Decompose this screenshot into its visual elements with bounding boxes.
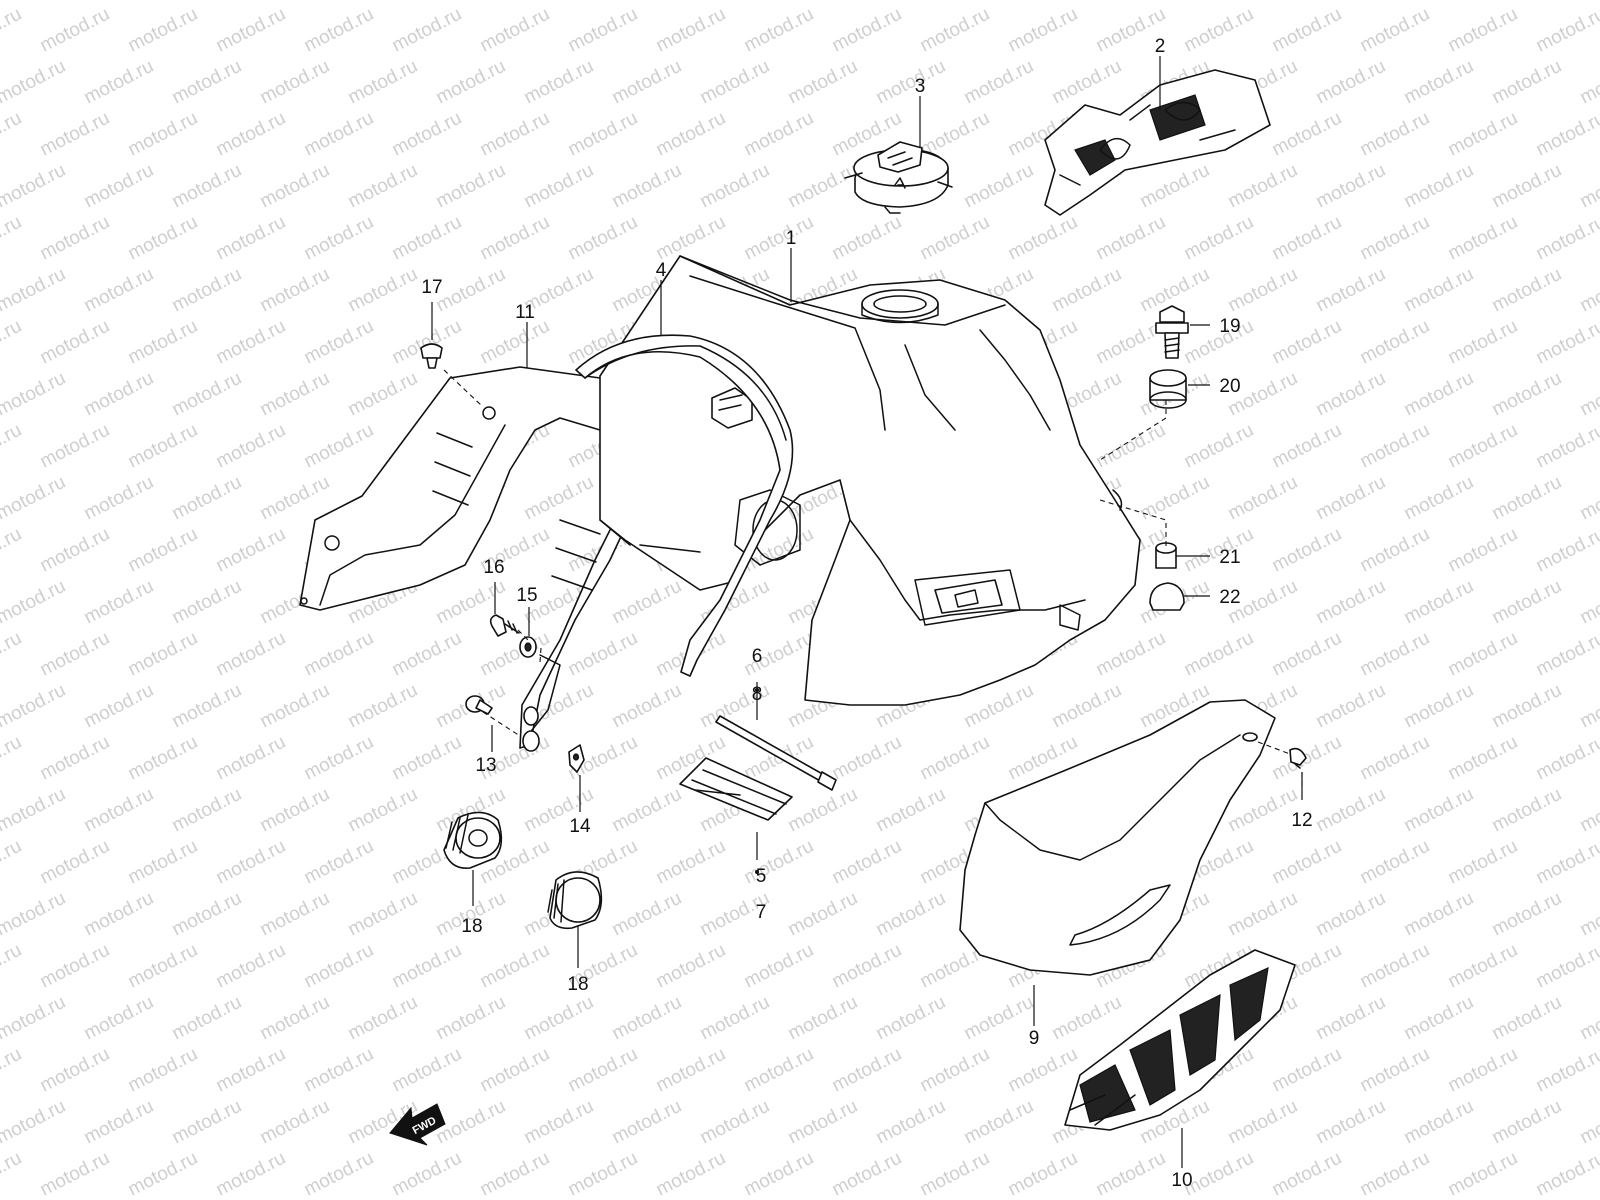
callout-17: 17 <box>421 277 442 298</box>
callout-21: 21 <box>1219 547 1240 568</box>
part-15-washer <box>519 636 537 658</box>
part-14-clip-nut <box>568 744 585 773</box>
part-1-fuel-tank <box>599 255 1141 706</box>
part-21-spacer <box>1155 542 1177 569</box>
forward-arrow: FWD <box>389 1103 446 1146</box>
callout-1: 1 <box>786 228 797 249</box>
part-13-screw <box>465 695 493 715</box>
callout-18-b: 18 <box>567 974 588 995</box>
part-11-left-side-cover <box>299 366 663 752</box>
part-18-grommet-a <box>443 811 503 869</box>
part-16-screw <box>489 614 520 637</box>
leader-lines <box>431 56 1303 1168</box>
part-17-fastener <box>420 343 443 369</box>
part-3-fuel-cap <box>844 141 953 214</box>
callout-12: 12 <box>1291 810 1312 831</box>
part-6-8-cable-tie <box>715 715 837 791</box>
callout-13: 13 <box>475 755 496 776</box>
callout-4: 4 <box>656 260 667 281</box>
callout-22: 22 <box>1219 587 1240 608</box>
part-10-side-decal <box>1064 949 1296 1131</box>
part-18-grommet-b <box>547 871 603 930</box>
callout-labels: 1 2 3 4 5 7 6 8 9 10 11 12 13 14 15 16 1… <box>421 36 1312 1191</box>
callout-14: 14 <box>569 816 591 837</box>
callout-19: 19 <box>1219 316 1240 337</box>
callout-10: 10 <box>1171 1170 1192 1191</box>
part-22-cap <box>1149 582 1185 611</box>
part-2-tank-emblem <box>1044 69 1271 216</box>
callout-11: 11 <box>515 302 535 323</box>
part-12-screw <box>1289 747 1307 769</box>
callout-2: 2 <box>1155 36 1166 57</box>
callout-3: 3 <box>915 76 926 97</box>
callout-5: 5 <box>756 866 767 887</box>
callout-7: 7 <box>756 902 767 923</box>
callout-9: 9 <box>1029 1028 1040 1049</box>
callout-6: 6 <box>752 646 763 667</box>
part-9-side-panel <box>959 699 1276 976</box>
part-5-7-cushion <box>679 757 793 821</box>
callout-18-a: 18 <box>461 916 482 937</box>
callout-8: 8 <box>752 684 763 705</box>
part-19-bolt <box>1155 305 1189 359</box>
part-4-tank-strip <box>575 334 794 677</box>
callout-20: 20 <box>1219 376 1240 397</box>
part-20-bush <box>1149 369 1187 409</box>
callout-15: 15 <box>516 585 537 606</box>
callout-16: 16 <box>483 557 504 578</box>
